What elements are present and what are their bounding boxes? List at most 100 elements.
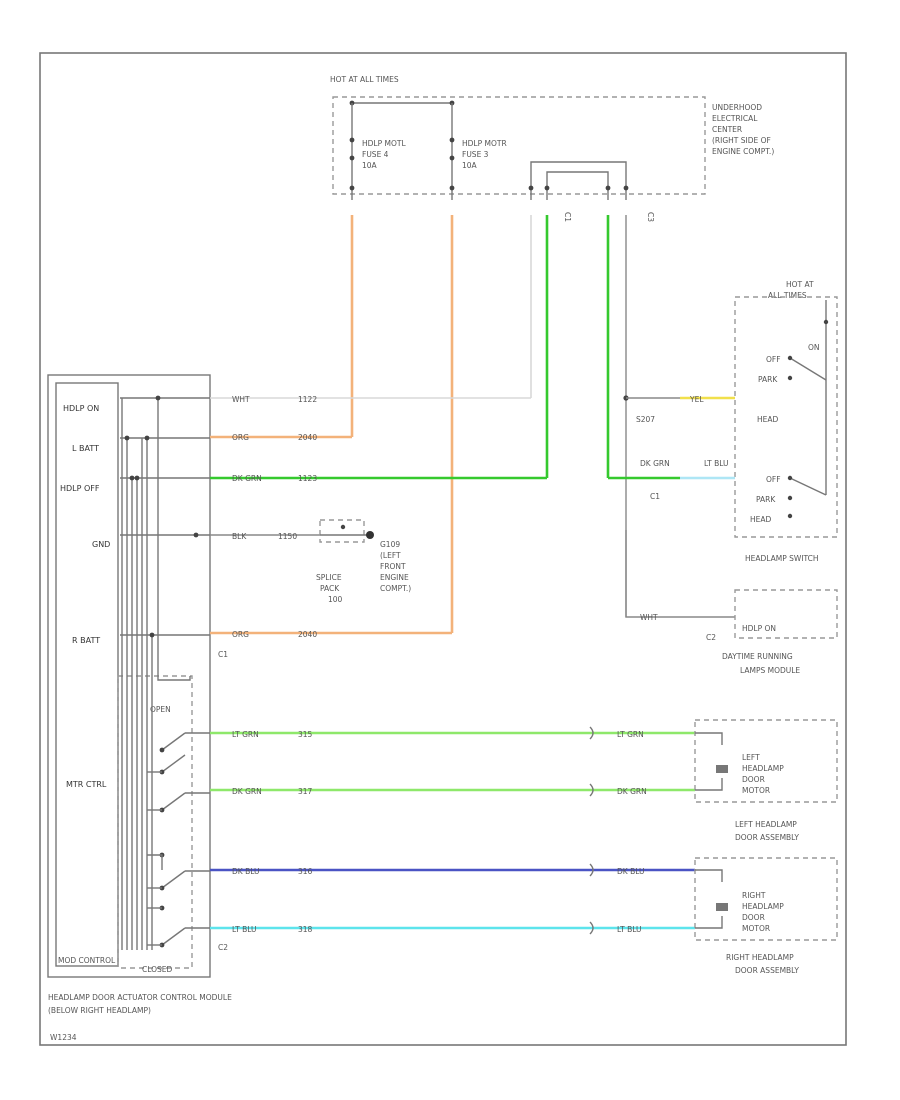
svg-text:PACK: PACK	[320, 584, 340, 593]
fuse-3: HDLP MOTR FUSE 3 10A	[449, 103, 507, 200]
svg-text:UNDERHOOD: UNDERHOOD	[712, 103, 762, 112]
connector-c1-switch: C1	[650, 492, 660, 501]
svg-text:FRONT: FRONT	[380, 562, 406, 571]
svg-text:COMPT.): COMPT.)	[380, 584, 411, 593]
wire-switch-yellow-label: YEL	[689, 395, 704, 404]
svg-text:MOTOR: MOTOR	[742, 786, 770, 795]
drl-module-label-1: DAYTIME RUNNING	[722, 652, 793, 661]
relay-contacts	[147, 732, 210, 948]
daytime-running-lamps-module	[734, 589, 838, 639]
ground-point	[366, 531, 374, 539]
headlamp-switch-label: HEADLAMP SWITCH	[745, 554, 819, 563]
left-assembly-label-1: LEFT HEADLAMP	[735, 820, 797, 829]
svg-text:G109: G109	[380, 540, 400, 549]
wire-gnd-circuit: 1150	[278, 532, 297, 541]
svg-text:LT GRN: LT GRN	[617, 730, 644, 739]
svg-text:MTR CTRL: MTR CTRL	[66, 780, 107, 789]
svg-text:L BATT: L BATT	[72, 444, 99, 453]
headlamp-switch-contacts: OFF ON PARK HEAD OFF PARK HEAD	[750, 300, 829, 524]
actuator-control-module	[47, 374, 211, 978]
hot-at-all-times-switch-2: ALL TIMES	[768, 291, 807, 300]
svg-text:DK GRN: DK GRN	[232, 787, 262, 796]
motor-wire-labels: LT GRN 315 LT GRN DK GRN 317 DK GRN DK B…	[232, 730, 647, 934]
svg-text:LT BLU: LT BLU	[617, 925, 642, 934]
wire-switch-ltblu-label: LT BLU	[704, 459, 729, 468]
wire-lbatt-circuit: 2040	[298, 433, 317, 442]
connector-c2-drl: C2	[706, 633, 716, 642]
wire-hdlp-off-color: DK GRN	[232, 474, 262, 483]
wire-hdlp-on-circuit: 1122	[298, 395, 317, 404]
figure-id: W1234	[50, 1033, 77, 1042]
wire-gnd-color: BLK	[232, 532, 247, 541]
module-inner-box	[55, 382, 119, 967]
svg-text:(RIGHT SIDE OF: (RIGHT SIDE OF	[712, 136, 771, 145]
connector-c1-module: C1	[218, 650, 228, 659]
module-pin-rows	[120, 395, 210, 638]
connector-c3-label: C3	[646, 212, 655, 222]
module-caption-2: (BELOW RIGHT HEADLAMP)	[48, 1006, 151, 1015]
svg-text:318: 318	[298, 925, 313, 934]
svg-text:MOTOR: MOTOR	[742, 924, 770, 933]
svg-text:10A: 10A	[462, 161, 478, 170]
wire-rbatt-circuit: 2040	[298, 630, 317, 639]
inline-connectors	[589, 726, 594, 935]
svg-text:ELECTRICAL: ELECTRICAL	[712, 114, 758, 123]
svg-text:SPLICE: SPLICE	[316, 573, 342, 582]
svg-text:HDLP MOTR: HDLP MOTR	[462, 139, 507, 148]
svg-text:FUSE 4: FUSE 4	[362, 150, 389, 159]
svg-text:ON: ON	[808, 343, 820, 352]
wire-hdlp-off-circuit: 1123	[298, 474, 317, 483]
svg-text:DK BLU: DK BLU	[232, 867, 260, 876]
svg-text:315: 315	[298, 730, 313, 739]
svg-text:FUSE 3: FUSE 3	[462, 150, 489, 159]
hot-at-all-times-switch-1: HOT AT	[786, 280, 814, 289]
svg-text:317: 317	[298, 787, 313, 796]
svg-text:LT BLU: LT BLU	[232, 925, 257, 934]
svg-text:HDLP MOTL: HDLP MOTL	[362, 139, 406, 148]
svg-text:PARK: PARK	[758, 375, 778, 384]
left-assembly-label-2: DOOR ASSEMBLY	[735, 833, 799, 842]
connector-c1-label: C1	[563, 212, 572, 222]
relay-open-closed	[117, 675, 193, 969]
svg-text:PARK: PARK	[756, 495, 776, 504]
svg-text:10A: 10A	[362, 161, 378, 170]
closed-label: CLOSED	[142, 965, 173, 974]
svg-text:HEADLAMP: HEADLAMP	[742, 764, 784, 773]
svg-text:DOOR: DOOR	[742, 913, 765, 922]
ground-label: G109 (LEFT FRONT ENGINE COMPT.)	[380, 540, 411, 593]
drl-wire-label: WHT	[640, 613, 658, 622]
svg-text:LEFT: LEFT	[742, 753, 760, 762]
svg-text:DK GRN: DK GRN	[617, 787, 647, 796]
svg-text:CENTER: CENTER	[712, 125, 742, 134]
splice-pack	[319, 519, 365, 543]
splice-pack-label: SPLICE PACK 100	[316, 573, 343, 604]
svg-text:HDLP OFF: HDLP OFF	[60, 484, 100, 493]
underhood-label: UNDERHOOD ELECTRICAL CENTER (RIGHT SIDE …	[712, 103, 774, 156]
connector-c2-module: C2	[218, 943, 228, 952]
module-caption-1: HEADLAMP DOOR ACTUATOR CONTROL MODULE	[48, 993, 232, 1002]
svg-text:RIGHT: RIGHT	[742, 891, 766, 900]
right-motor-icon	[716, 903, 728, 911]
svg-text:HEAD: HEAD	[757, 415, 779, 424]
right-headlamp-door-motor	[694, 857, 838, 941]
svg-text:HEAD: HEAD	[750, 515, 772, 524]
svg-text:ENGINE COMPT.): ENGINE COMPT.)	[712, 147, 774, 156]
svg-text:DOOR: DOOR	[742, 775, 765, 784]
drl-hdlp-on: HDLP ON	[742, 624, 776, 633]
fuse-4: HDLP MOTL FUSE 4 10A	[349, 103, 406, 200]
svg-text:ENGINE: ENGINE	[380, 573, 409, 582]
wire-rbatt-color: ORG	[232, 630, 249, 639]
right-assembly-label-2: DOOR ASSEMBLY	[735, 966, 799, 975]
svg-text:OFF: OFF	[766, 355, 781, 364]
svg-text:HEADLAMP: HEADLAMP	[742, 902, 784, 911]
left-motor-icon	[716, 765, 728, 773]
svg-text:316: 316	[298, 867, 313, 876]
svg-text:LT GRN: LT GRN	[232, 730, 259, 739]
svg-text:100: 100	[328, 595, 343, 604]
svg-text:OFF: OFF	[766, 475, 781, 484]
headlamp-switch	[734, 296, 838, 538]
wire-switch-dkgrn-label: DK GRN	[640, 459, 670, 468]
open-label: OPEN	[150, 705, 171, 714]
left-motor-label: LEFT HEADLAMP DOOR MOTOR	[742, 753, 784, 795]
